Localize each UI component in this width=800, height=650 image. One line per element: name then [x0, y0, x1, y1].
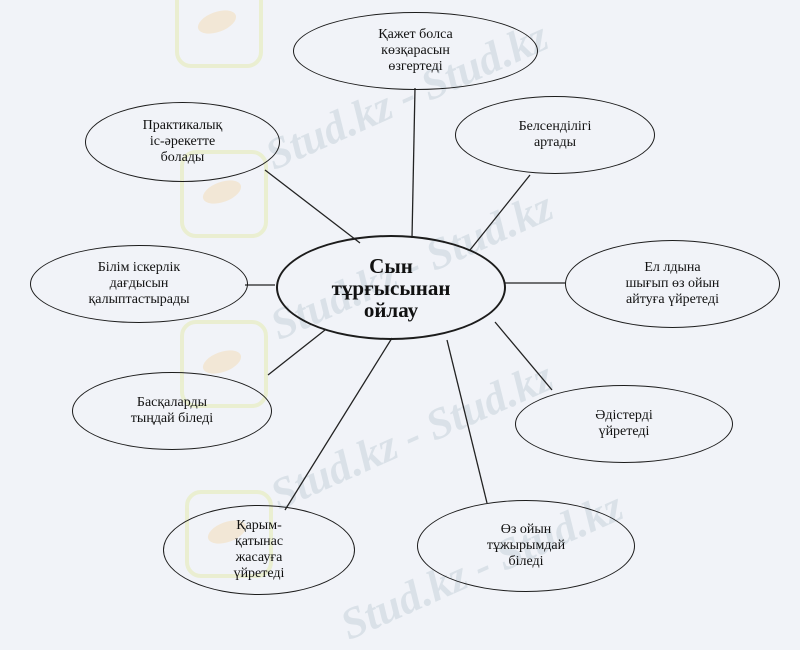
node-practical-activity: Практикалық іс-әрекетте болады [85, 102, 280, 182]
node-skill-formation: Білім іскерлік дағдысын қалыптастырады [30, 245, 248, 323]
node-label: Ел лдына шығып өз ойын айтуға үйретеді [625, 260, 720, 307]
connector-line [469, 174, 531, 251]
node-change-viewpoint: Қажет болса көзқарасын өзгертеді [293, 12, 538, 90]
connector-line [284, 337, 393, 511]
connector-line [411, 87, 416, 239]
node-formulate-ideas: Өз ойын тұжырымдай біледі [417, 500, 635, 592]
node-express-opinion: Ел лдына шығып өз ойын айтуға үйретеді [565, 240, 780, 328]
node-label: Басқаларды тыңдай біледі [130, 395, 214, 426]
central-node-label: Сын тұрғысынан ойлау [331, 253, 451, 322]
connector-line [264, 169, 361, 244]
connector-line [267, 329, 326, 376]
node-teaches-methods: Әдістерді үйретеді [515, 385, 733, 463]
node-label: Практикалық іс-әрекетте болады [142, 118, 223, 165]
node-label: Білім іскерлік дағдысын қалыптастырады [88, 260, 190, 307]
node-label: Қажет болса көзқарасын өзгертеді [378, 27, 453, 74]
connector-line [446, 339, 488, 504]
node-label: Қарым- қатынас жасауға үйретеді [233, 518, 285, 581]
node-label: Өз ойын тұжырымдай біледі [486, 522, 566, 569]
connector-lines [245, 87, 565, 511]
mind-map-diagram: Stud.kz - Stud.kz Stud.kz - Stud.kz Stud… [0, 0, 800, 600]
connector-line [494, 321, 553, 391]
node-label: Әдістерді үйретеді [595, 408, 653, 439]
node-activity-increases: Белсенділігі артады [455, 96, 655, 174]
node-communication: Қарым- қатынас жасауға үйретеді [163, 505, 355, 595]
central-node: Сын тұрғысынан ойлау [276, 235, 506, 340]
node-label: Белсенділігі артады [518, 119, 592, 150]
node-listen-others: Басқаларды тыңдай біледі [72, 372, 272, 450]
